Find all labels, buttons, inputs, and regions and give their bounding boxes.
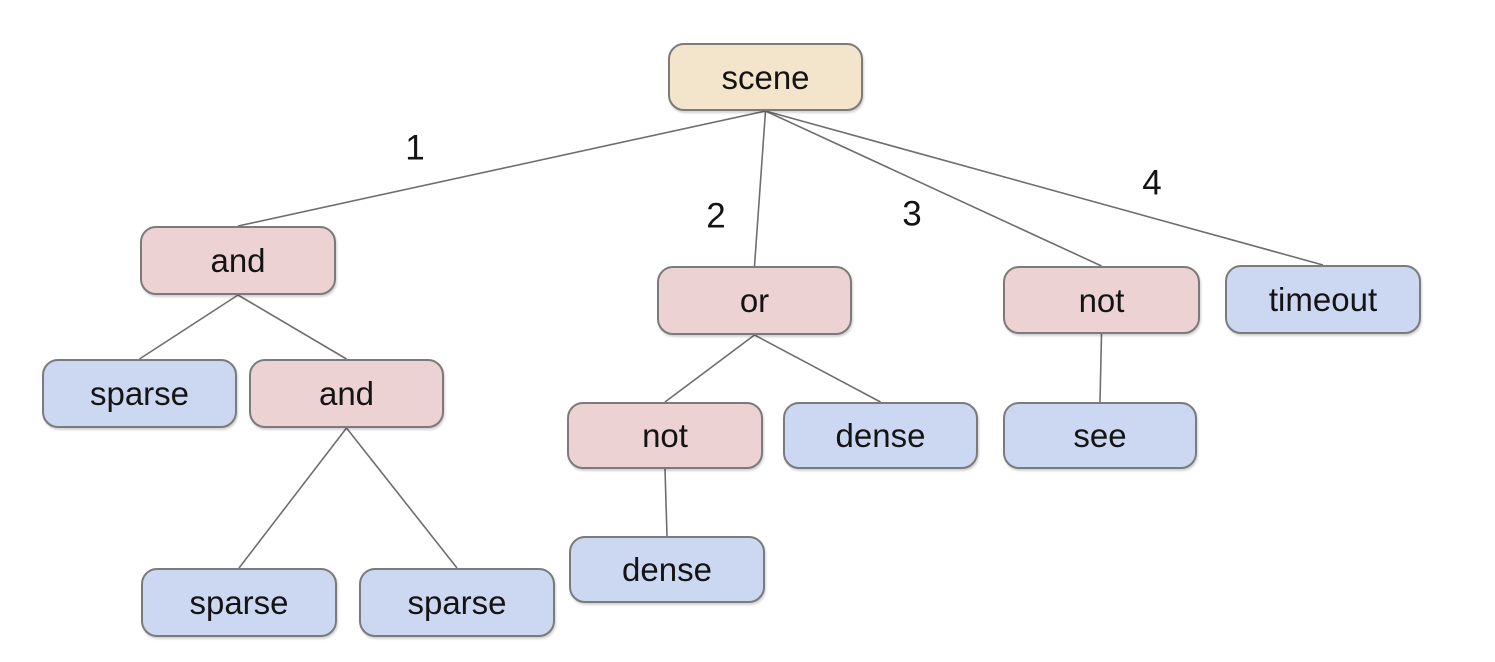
node-and-1: and	[140, 226, 336, 295]
node-sparse-3-label: sparse	[407, 584, 507, 621]
node-not-1: not	[1003, 266, 1200, 334]
node-see: see	[1003, 402, 1197, 469]
node-or: or	[657, 266, 852, 335]
edge-not1-to-see1	[1099, 333, 1103, 403]
node-see-label: see	[1073, 417, 1127, 454]
node-and-1-label: and	[210, 242, 266, 279]
edge-or1-to-not2	[664, 334, 755, 403]
node-sparse-1-label: sparse	[89, 375, 190, 412]
node-timeout-label: timeout	[1268, 281, 1378, 318]
edge-and1-to-sparse1	[139, 294, 239, 360]
edge-and2-to-sparse3	[345, 427, 458, 569]
node-not-2-label: not	[642, 417, 688, 454]
node-timeout: timeout	[1225, 265, 1421, 334]
node-sparse-3: sparse	[359, 568, 555, 637]
edge-label-2: 2	[706, 196, 726, 236]
node-or-label: or	[739, 282, 770, 319]
node-sparse-2-label: sparse	[189, 584, 289, 621]
edge-and2-to-sparse2	[238, 427, 348, 569]
node-and-2: and	[249, 359, 444, 428]
edge-scene-to-or1	[753, 110, 767, 267]
edge-and1-to-and2	[237, 294, 347, 360]
node-sparse-2: sparse	[141, 568, 337, 637]
node-dense-2: dense	[569, 536, 765, 603]
node-dense-1-label: dense	[835, 417, 926, 454]
node-not-2: not	[567, 402, 763, 469]
edge-scene-to-not1	[765, 110, 1102, 267]
edge-or1-to-dense1	[754, 334, 881, 403]
node-scene: scene	[668, 43, 863, 111]
edge-label-3: 3	[902, 194, 922, 234]
node-and-2-label: and	[318, 375, 375, 412]
node-not-1-label: not	[1078, 281, 1125, 319]
edge-scene-to-and1	[237, 110, 766, 227]
edge-scene-to-timeout1	[765, 110, 1324, 266]
node-dense-1: dense	[783, 402, 978, 469]
edge-not2-to-dense2	[664, 468, 668, 537]
edge-label-4: 4	[1142, 163, 1162, 203]
node-sparse-1: sparse	[42, 359, 237, 428]
node-scene-label: scene	[721, 58, 810, 96]
edge-label-1: 1	[405, 128, 425, 168]
node-dense-2-label: dense	[622, 551, 712, 588]
